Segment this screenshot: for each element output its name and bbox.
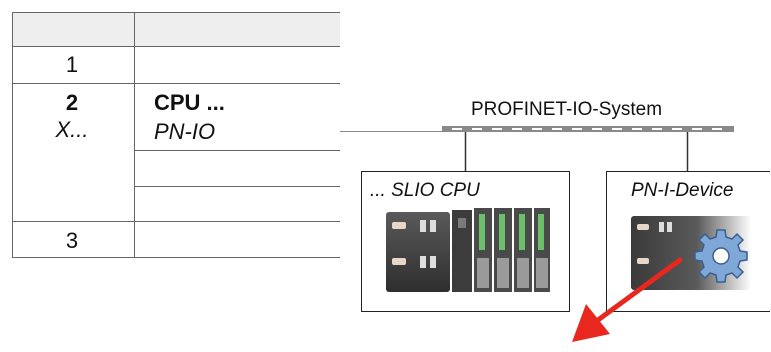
bus-label: PROFINET-IO-System <box>471 99 662 121</box>
slio-cpu-icon <box>386 208 550 294</box>
profinet-bus <box>442 126 734 132</box>
pn-i-device-label: PN-I-Device <box>631 180 733 202</box>
gear-icon <box>691 226 751 286</box>
red-arrow-icon <box>560 250 700 352</box>
slio-cpu-module[interactable]: ... SLIO CPU <box>361 171 570 312</box>
slio-cpu-label: ... SLIO CPU <box>370 180 480 202</box>
